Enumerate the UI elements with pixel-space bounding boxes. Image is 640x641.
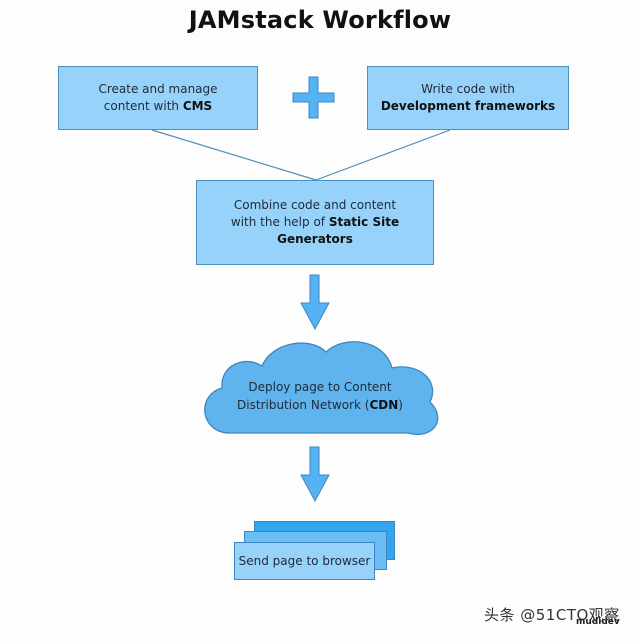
watermark-sub: mudidev — [576, 617, 620, 627]
connector-cms-to-ssg — [151, 129, 317, 181]
arrow-down-icon — [300, 274, 330, 331]
step-browser-box: Send page to browser — [234, 542, 375, 580]
step-ssg-label: Combine code and content with the help o… — [230, 198, 400, 246]
arrow-down-icon — [300, 446, 330, 503]
step-ssg-box: Combine code and content with the help o… — [196, 180, 434, 265]
step-dev-label: Write code with Development frameworks — [380, 82, 556, 113]
step-cms-label: Create and manage content with CMS — [98, 82, 218, 113]
step-cms-box: Create and manage content with CMS — [58, 66, 258, 130]
plus-icon — [292, 76, 335, 119]
step-cdn-label: Deploy page to Content Distribution Netw… — [237, 380, 403, 412]
watermark: 头条 @51CTO观察 — [484, 606, 620, 624]
step-dev-frameworks-box: Write code with Development frameworks — [367, 66, 569, 130]
step-browser-label: Send page to browser — [238, 554, 371, 568]
connector-dev-to-ssg — [315, 129, 451, 181]
diagram-title: JAMstack Workflow — [188, 6, 452, 34]
cloud-shape — [204, 341, 439, 436]
